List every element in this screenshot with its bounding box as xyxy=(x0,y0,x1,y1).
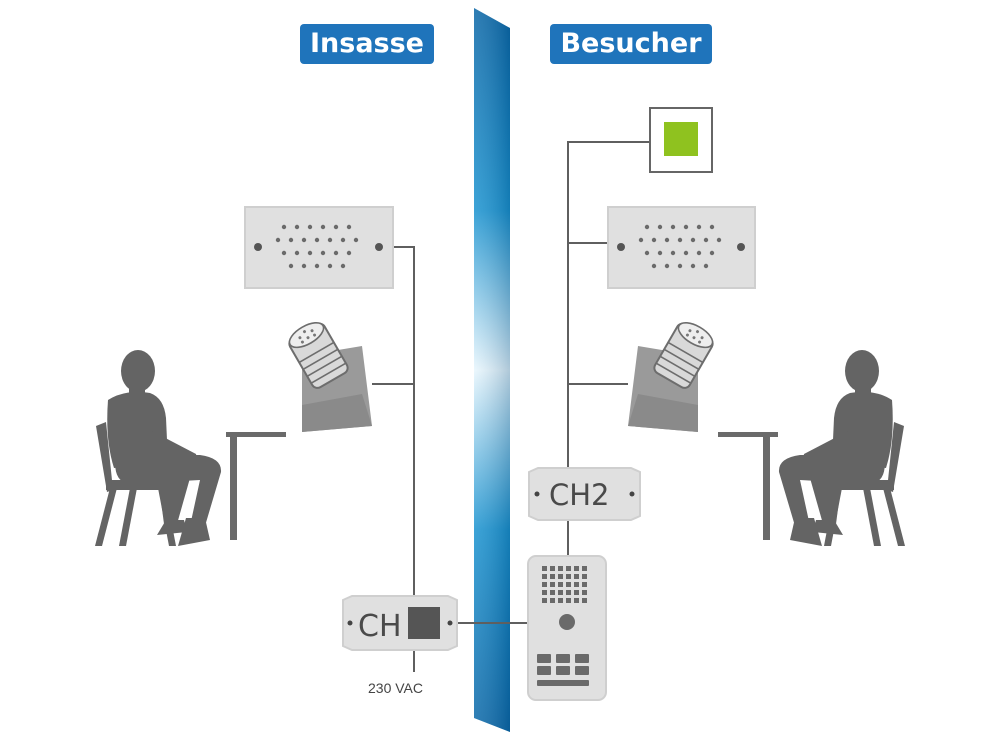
person-left xyxy=(95,350,222,546)
power-supply-label: 230 VAC xyxy=(368,680,423,696)
speaker-right xyxy=(607,206,756,289)
microphone-left xyxy=(288,321,372,432)
table-left xyxy=(226,432,286,540)
wiring-left xyxy=(372,246,528,672)
person-icon xyxy=(778,350,893,546)
speaker-left xyxy=(244,206,394,289)
chair-left xyxy=(95,422,178,546)
microphone-icon xyxy=(288,321,349,389)
ch2-label: CH2 xyxy=(549,478,610,512)
chair-right xyxy=(822,422,905,546)
door-station-icon xyxy=(527,555,607,701)
speaker-icon xyxy=(638,224,722,269)
speaker-icon xyxy=(275,224,359,269)
wiring-right xyxy=(567,141,650,556)
microphone-right xyxy=(628,321,714,432)
ch-label: CH xyxy=(358,609,402,644)
table-right xyxy=(718,432,778,540)
glass-partition xyxy=(474,8,510,732)
ch-display xyxy=(408,607,440,639)
ch-central-unit: CH xyxy=(342,595,458,651)
microphone-icon xyxy=(653,321,714,389)
indicator-light-icon xyxy=(664,122,698,156)
person-right xyxy=(778,350,905,546)
ch2-channel-unit: CH2 xyxy=(528,467,641,521)
visitor-side-badge: Besucher xyxy=(550,24,712,64)
indicator-light xyxy=(649,107,713,173)
occupant-side-badge: Insasse xyxy=(300,24,434,64)
